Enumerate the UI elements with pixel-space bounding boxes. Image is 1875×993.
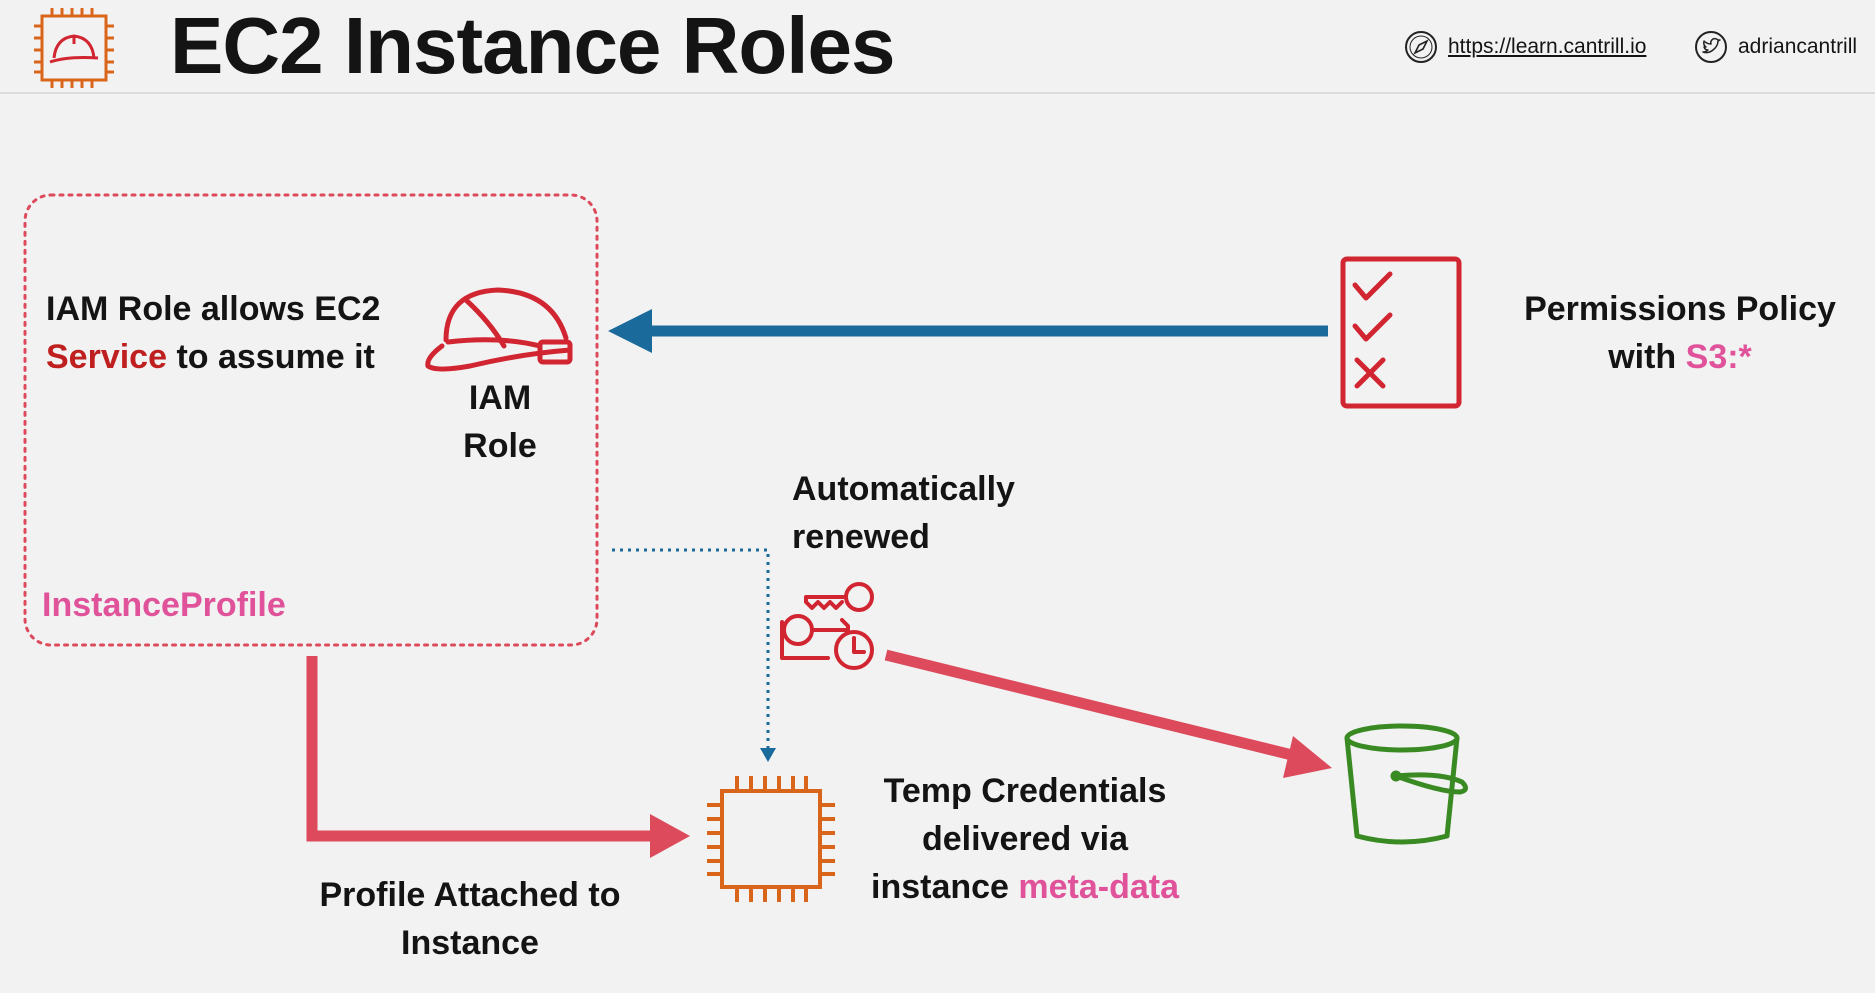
policy-line2: with S3:* bbox=[1495, 333, 1865, 381]
service-highlight: Service bbox=[46, 338, 167, 376]
attached-line2: Instance bbox=[401, 924, 539, 962]
profile-to-instance-arrow bbox=[306, 656, 690, 858]
hardhat-icon bbox=[425, 287, 573, 372]
profile-attached-label: Profile Attached to Instance bbox=[290, 871, 650, 967]
twitter-link[interactable]: adriancantrill bbox=[1694, 30, 1857, 64]
renewal-line1: Automatically bbox=[792, 470, 1015, 508]
temp-prefix: instance bbox=[871, 868, 1019, 906]
ec2-chip-hardhat-icon bbox=[34, 8, 114, 88]
renewal-arrowhead bbox=[760, 748, 776, 762]
website-url[interactable]: https://learn.cantrill.io bbox=[1448, 35, 1647, 58]
renewal-label: Automatically renewed bbox=[792, 465, 1112, 561]
attached-line1: Profile Attached to bbox=[319, 876, 621, 914]
page-title: EC2 Instance Roles bbox=[170, 1, 895, 90]
credentials-to-bucket-arrow bbox=[884, 649, 1332, 778]
iam-role-line2: Role bbox=[463, 427, 537, 465]
s3-wildcard-highlight: S3:* bbox=[1685, 338, 1752, 376]
twitter-handle: adriancantrill bbox=[1738, 35, 1858, 58]
policy-to-role-arrow bbox=[608, 309, 1328, 353]
instance-profile-label: InstanceProfile bbox=[42, 586, 286, 624]
checklist-icon bbox=[1340, 256, 1462, 409]
permissions-policy-label: Permissions Policy with S3:* bbox=[1495, 285, 1865, 381]
iam-role-label: IAM Role bbox=[430, 374, 570, 470]
header: EC2 Instance Roles https://learn.cantril… bbox=[0, 0, 1875, 94]
description-rest: to assume it bbox=[167, 338, 375, 376]
policy-prefix: with bbox=[1608, 338, 1686, 376]
temp-line3: instance meta-data bbox=[835, 863, 1215, 911]
renewal-dotted-connector bbox=[612, 548, 770, 748]
description-line1: IAM Role allows EC2 bbox=[46, 290, 381, 328]
s3-bucket-icon bbox=[1344, 723, 1468, 845]
website-link[interactable]: https://learn.cantrill.io bbox=[1404, 30, 1646, 64]
temp-credentials-label: Temp Credentials delivered via instance … bbox=[835, 767, 1215, 911]
compass-icon bbox=[1405, 31, 1437, 63]
twitter-icon bbox=[1695, 31, 1727, 63]
iam-role-line1: IAM bbox=[468, 379, 532, 417]
renewal-line2: renewed bbox=[792, 518, 930, 556]
temp-line2: delivered via bbox=[921, 820, 1128, 858]
instance-profile-description: IAM Role allows EC2 Service to assume it bbox=[46, 285, 426, 381]
policy-line1: Permissions Policy bbox=[1524, 290, 1836, 328]
meta-data-highlight: meta-data bbox=[1018, 868, 1179, 906]
description-line2: Service to assume it bbox=[46, 333, 426, 381]
ec2-chip-icon bbox=[707, 776, 835, 902]
instance-profile-box bbox=[23, 193, 599, 647]
temp-line1: Temp Credentials bbox=[883, 772, 1167, 810]
keys-clock-icon bbox=[780, 582, 874, 670]
